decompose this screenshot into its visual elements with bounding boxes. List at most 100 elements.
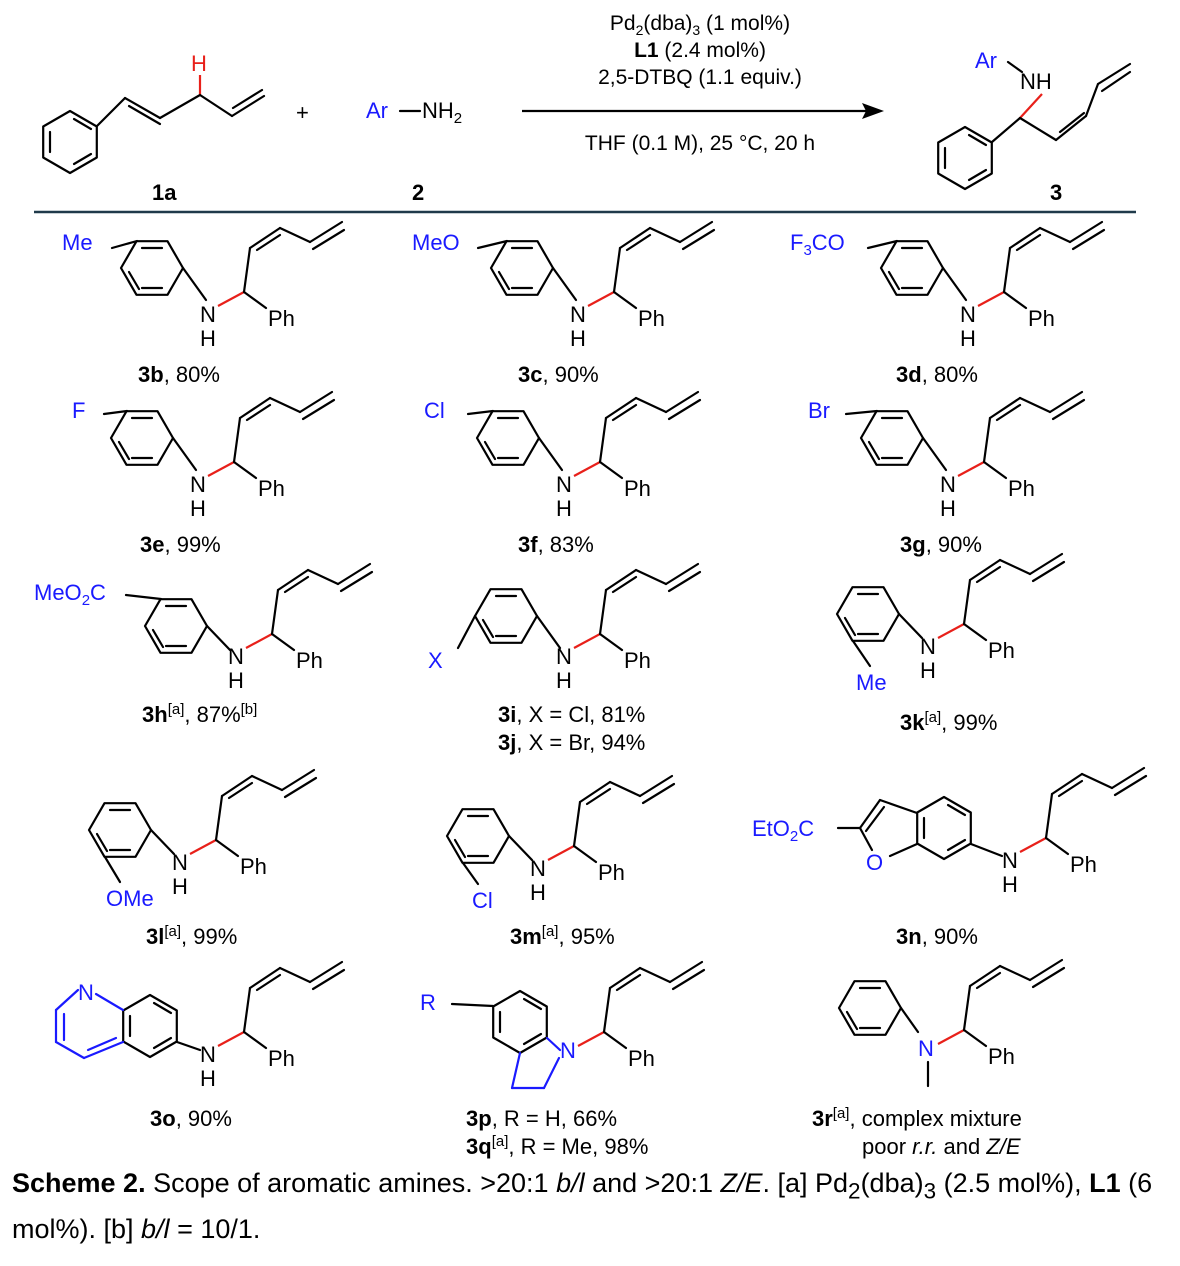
svg-text:N: N: [78, 980, 94, 1005]
svg-text:H: H: [556, 668, 572, 693]
svg-text:N: N: [172, 850, 188, 875]
svg-text:Ph: Ph: [988, 1044, 1015, 1069]
svg-text:MeO2C: MeO2C: [34, 580, 106, 609]
svg-text:2,5-DTBQ (1.1 equiv.): 2,5-DTBQ (1.1 equiv.): [598, 66, 802, 89]
caption-3m: 3m[a], 95%: [510, 923, 615, 949]
caption-3r: 3r[a], complex mixture: [812, 1105, 1022, 1131]
svg-text:Ph: Ph: [268, 1046, 295, 1071]
svg-text:H: H: [530, 880, 546, 905]
svg-text:Ar: Ar: [975, 48, 997, 73]
svg-text:Ph: Ph: [628, 1046, 655, 1071]
compound-3e: F N H Ph: [72, 390, 336, 521]
caption-3q: 3q[a], R = Me, 98%: [466, 1133, 648, 1159]
svg-text:NH: NH: [1020, 69, 1052, 94]
svg-text:EtO2C: EtO2C: [752, 816, 814, 845]
caption-3g: 3g, 90%: [900, 532, 982, 557]
compound-3m: Cl N H Ph: [445, 774, 676, 913]
svg-text:F: F: [72, 398, 85, 423]
compound-3i-3j: X N H Ph: [428, 562, 702, 693]
svg-text:N: N: [560, 1038, 576, 1063]
svg-text:O: O: [866, 850, 883, 875]
svg-text:Ph: Ph: [258, 476, 285, 501]
scheme-caption: Scheme 2. Scope of aromatic amines. >20:…: [12, 1168, 1153, 1245]
reaction-arrow: [522, 103, 884, 119]
svg-text:Ph: Ph: [296, 648, 323, 673]
svg-text:NH2: NH2: [422, 98, 462, 127]
svg-text:Ph: Ph: [624, 648, 651, 673]
caption-3e: 3e, 99%: [140, 532, 221, 557]
svg-text:N: N: [200, 302, 216, 327]
caption-3p: 3p, R = H, 66%: [466, 1106, 617, 1131]
svg-text:H: H: [172, 874, 188, 899]
svg-text:N: N: [1002, 848, 1018, 873]
svg-text:N: N: [920, 634, 936, 659]
compound-3c: MeO N H Ph: [412, 220, 716, 351]
caption-3j: 3j, X = Br, 94%: [498, 730, 645, 755]
reaction-conditions: Pd2(dba)3 (1 mol%) L1 (2.4 mol%) 2,5-DTB…: [585, 12, 815, 155]
compound-3k: Me N H Ph: [835, 552, 1066, 695]
svg-text:Cl: Cl: [472, 888, 493, 913]
svg-text:N: N: [960, 302, 976, 327]
caption-3r-line2: poor r.r. and Z/E: [862, 1134, 1021, 1159]
caption-3f: 3f, 83%: [518, 532, 594, 557]
svg-text:N: N: [556, 472, 572, 497]
svg-text:Ph: Ph: [638, 306, 665, 331]
caption-3k: 3k[a], 99%: [900, 709, 997, 735]
caption-3h: 3h[a], 87%[b]: [142, 701, 257, 727]
svg-text:H: H: [920, 658, 936, 683]
svg-text:H: H: [960, 326, 976, 351]
caption-3n: 3n, 90%: [896, 924, 978, 949]
svg-text:Ph: Ph: [988, 638, 1015, 663]
compound-3o: N N H Ph: [54, 960, 346, 1091]
caption-3l: 3l[a], 99%: [146, 923, 237, 949]
caption-3b: 3b, 80%: [138, 362, 220, 387]
compound-3h: MeO2C N H Ph: [34, 562, 374, 693]
svg-text:OMe: OMe: [106, 886, 154, 911]
label-2: 2: [412, 180, 424, 205]
compound-3r: N Ph: [837, 958, 1066, 1088]
svg-text:Ar: Ar: [366, 98, 388, 123]
compound-3d: F3CO N H Ph: [790, 220, 1106, 351]
caption-3c: 3c, 90%: [518, 362, 599, 387]
reactant-1a: H: [42, 51, 266, 175]
compound-3g: Br N H Ph: [808, 390, 1086, 521]
svg-text:N: N: [530, 856, 546, 881]
caption-3d: 3d, 80%: [896, 362, 978, 387]
svg-text:X: X: [428, 648, 443, 673]
svg-text:N: N: [940, 472, 956, 497]
svg-text:Br: Br: [808, 398, 830, 423]
svg-text:H: H: [190, 496, 206, 521]
svg-text:H: H: [556, 496, 572, 521]
svg-text:Ph: Ph: [1070, 852, 1097, 877]
caption-3o: 3o, 90%: [150, 1106, 232, 1131]
svg-text:THF (0.1 M), 25 °C, 20 h: THF (0.1 M), 25 °C, 20 h: [585, 132, 815, 155]
svg-text:Ph: Ph: [624, 476, 651, 501]
compound-3l: OMe N H Ph: [87, 768, 318, 911]
svg-text:Cl: Cl: [424, 398, 445, 423]
svg-text:N: N: [200, 1042, 216, 1067]
plus-sign: +: [296, 100, 309, 125]
svg-text:H: H: [200, 326, 216, 351]
svg-text:Pd2(dba)3 (1 mol%): Pd2(dba)3 (1 mol%): [610, 12, 790, 38]
compound-3p-3q: R N Ph: [420, 960, 706, 1090]
svg-text:H: H: [200, 1066, 216, 1091]
svg-text:Ph: Ph: [1028, 306, 1055, 331]
highlight-hydrogen: H: [191, 51, 207, 76]
svg-text:N: N: [570, 302, 586, 327]
svg-text:Me: Me: [62, 230, 93, 255]
svg-text:H: H: [940, 496, 956, 521]
svg-text:N: N: [190, 472, 206, 497]
label-3: 3: [1050, 180, 1062, 205]
svg-text:Me: Me: [856, 670, 887, 695]
svg-text:N: N: [228, 644, 244, 669]
svg-text:Ph: Ph: [598, 860, 625, 885]
label-1a: 1a: [152, 180, 177, 205]
compound-3b: Me N H Ph: [62, 220, 346, 351]
svg-text:MeO: MeO: [412, 230, 460, 255]
svg-text:R: R: [420, 990, 436, 1015]
caption-3i: 3i, X = Cl, 81%: [498, 702, 645, 727]
svg-text:Ph: Ph: [240, 854, 267, 879]
svg-text:L1 (2.4 mol%): L1 (2.4 mol%): [634, 39, 766, 62]
svg-text:H: H: [228, 668, 244, 693]
product-3: NH Ar: [937, 48, 1132, 191]
